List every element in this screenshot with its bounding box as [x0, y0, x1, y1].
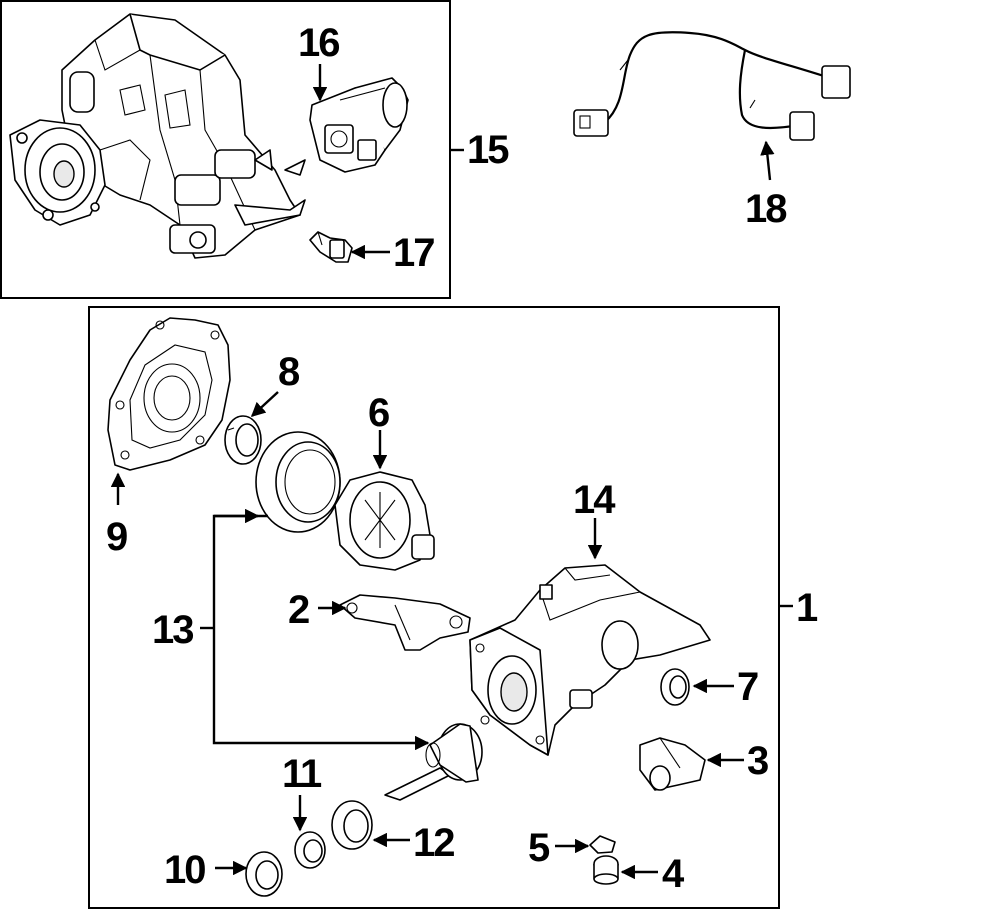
drive-pinion-illustration	[384, 723, 483, 801]
mount-bracket-illustration	[339, 594, 471, 651]
oil-seal-11-illustration	[294, 831, 326, 869]
callout-2: 2	[288, 588, 309, 632]
differential-case-illustration	[334, 471, 435, 571]
cover-plate-illustration	[107, 317, 231, 471]
callout-5: 5	[528, 826, 550, 870]
callout-labels: 15 16 17 18 1 8 9 6 14 13 2 7 3 11 12 10…	[106, 21, 820, 896]
drain-plug-4-illustration	[593, 855, 619, 885]
callout-4: 4	[662, 852, 685, 896]
carrier-housing-illustration	[469, 564, 711, 756]
callout-14: 14	[573, 478, 616, 522]
callout-1: 1	[796, 586, 818, 630]
callout-15: 15	[467, 128, 509, 172]
sensor-switch-illustration	[309, 231, 353, 263]
differential-assembly-illustration	[9, 13, 306, 259]
callout-7: 7	[737, 665, 758, 709]
oil-seal-7-illustration	[660, 668, 690, 706]
oil-seal-8-illustration	[224, 415, 262, 465]
wire-harness-illustration	[573, 31, 851, 141]
callout-10: 10	[164, 848, 205, 892]
bearing-12-illustration	[331, 800, 373, 850]
callout-17: 17	[393, 231, 434, 275]
actuator-motor-illustration	[309, 77, 409, 173]
rear-bracket-illustration	[639, 737, 706, 791]
ring-gear-illustration	[255, 431, 341, 533]
drain-plug-5-illustration	[589, 835, 616, 854]
spacer-ring-illustration	[245, 851, 283, 897]
callout-18: 18	[745, 187, 787, 231]
callout-11: 11	[282, 752, 322, 796]
callout-3: 3	[747, 739, 768, 783]
callout-8: 8	[278, 350, 300, 394]
callout-16: 16	[298, 21, 339, 65]
leader-lines	[110, 64, 793, 880]
assembly-box-main	[88, 306, 780, 909]
callout-12: 12	[413, 821, 454, 865]
callout-9: 9	[106, 515, 127, 559]
callout-13: 13	[152, 608, 193, 652]
callout-6: 6	[368, 391, 389, 435]
